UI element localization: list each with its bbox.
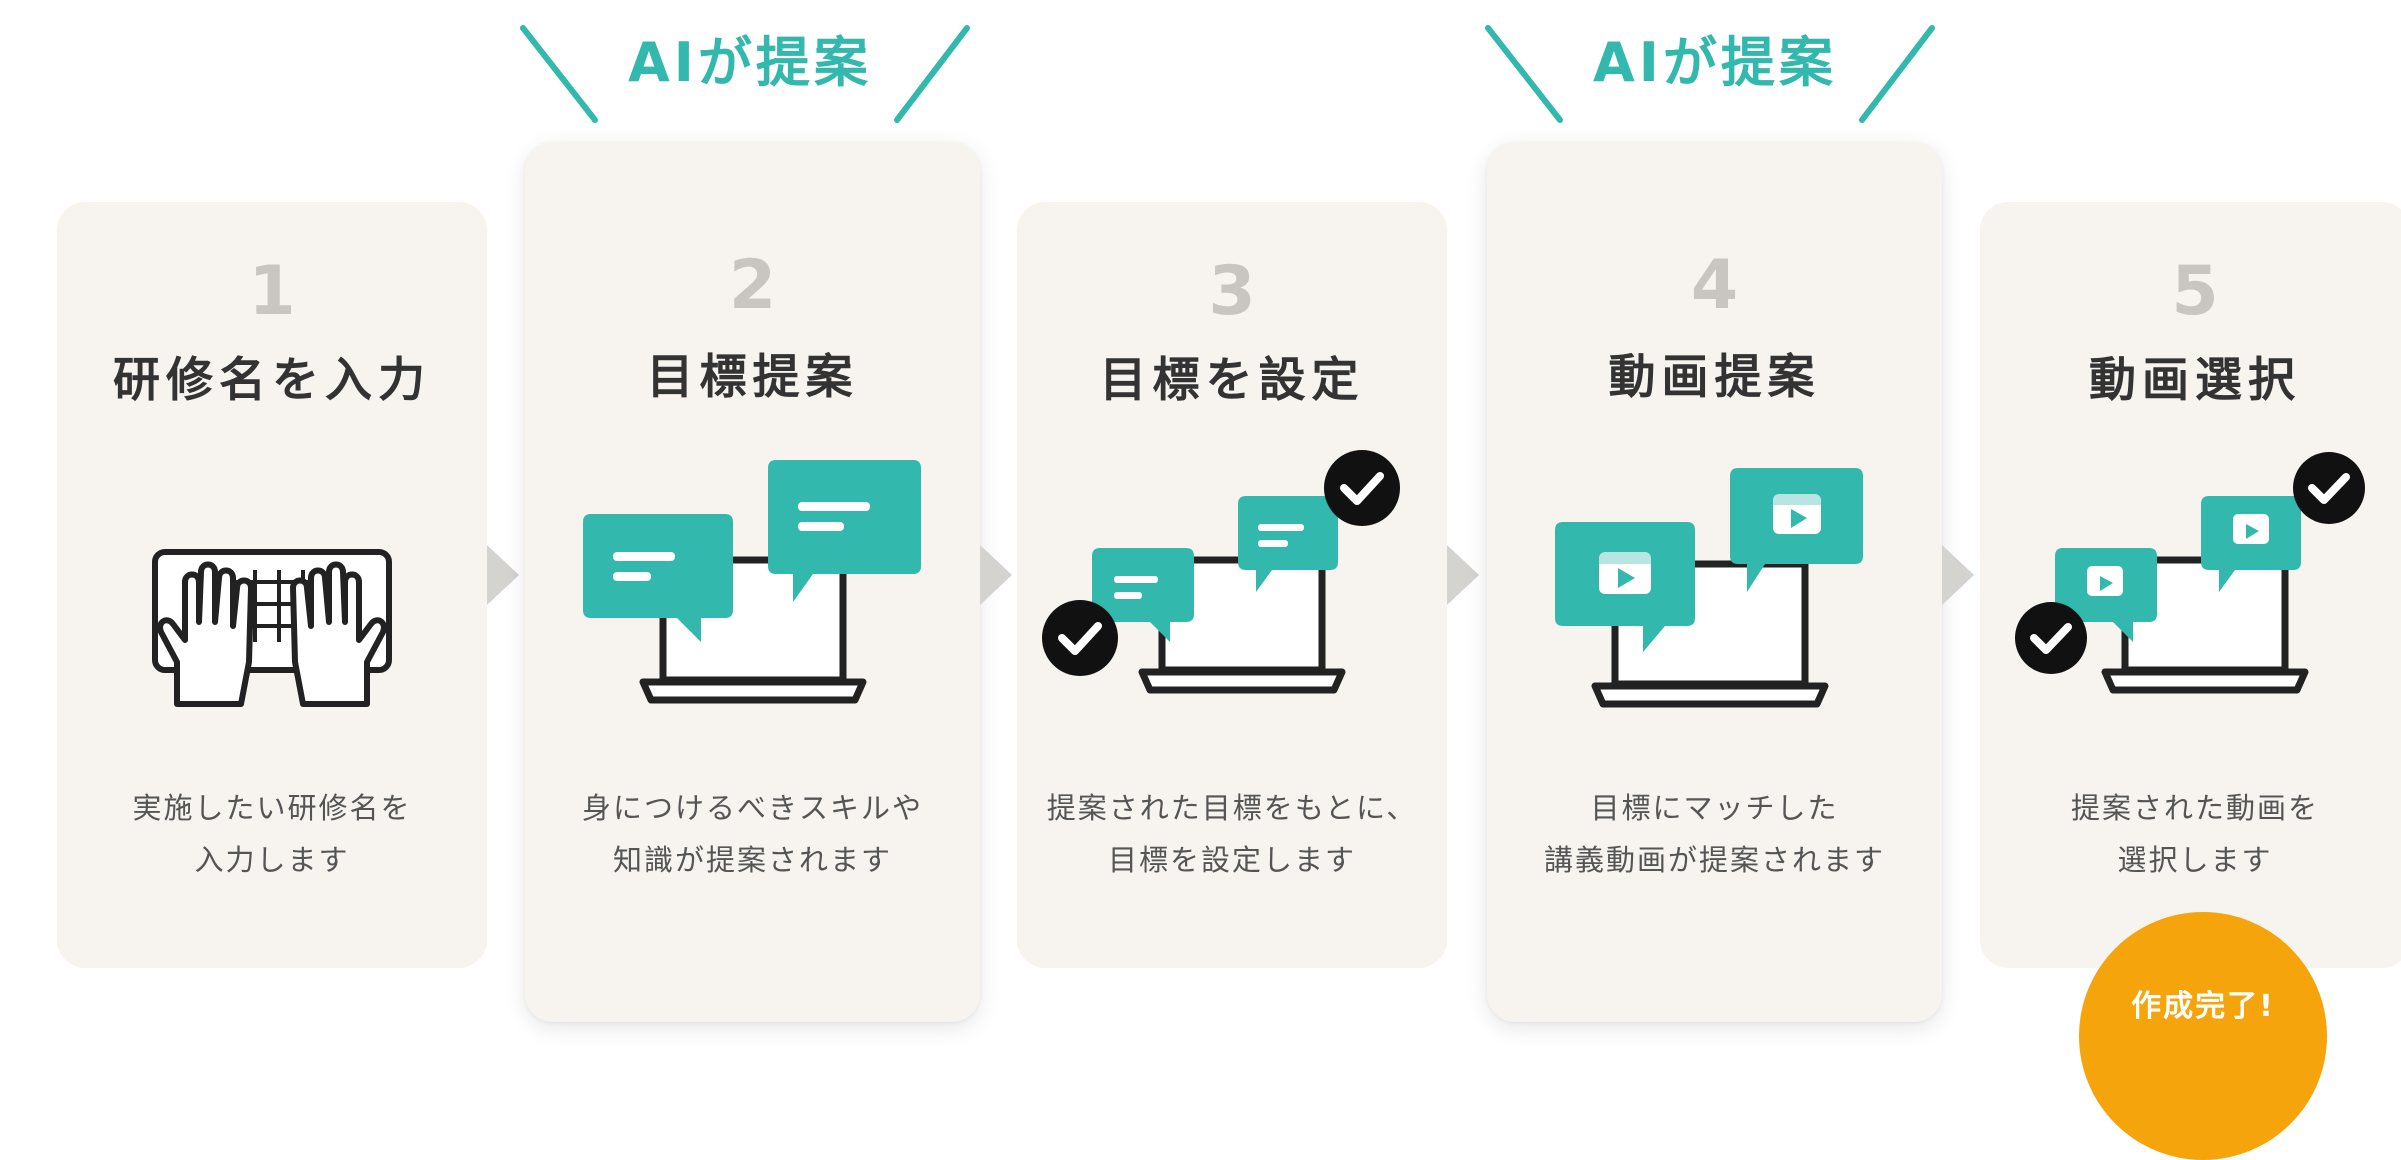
step-description: 目標にマッチした 講義動画が提案されます [1543,791,1885,877]
step-title: 動画提案 [1608,350,1821,405]
step-number: 1 [248,252,296,331]
step-card-5: 5 動画選択 提案された動画を 選択します [1980,202,2401,968]
chevron-right-icon [980,545,1012,605]
laptop-chat-checked-icon [1042,450,1400,694]
chevron-right-icon [1447,545,1479,605]
ai-banner-label-step2: AIが提案 [628,31,872,94]
ai-banner-right-lines [1485,25,1935,123]
step-description: 提案された目標をもとに、 目標を設定します [1046,791,1418,877]
step-card-3: 3 目標を設定 提案された目標をもとに、 目標を設定します [1017,202,1447,968]
step-number: 3 [1208,252,1256,331]
step-title: 目標提案 [646,350,859,405]
step-number: 4 [1690,246,1739,325]
ai-banner-left-lines [520,25,970,123]
laptop-video-bubbles-icon [1554,468,1863,708]
step-number: 5 [2171,252,2219,331]
completion-badge-label: 作成完了! [2131,989,2275,1024]
step-number: 2 [728,246,777,325]
step-description: 実施したい研修名を 入力します [132,791,412,877]
step-card-2: 2 目標提案 身につけるべきスキルや 知識が提案されます [525,142,980,1022]
step-description: 提案された動画を 選択します [2070,791,2319,877]
laptop-video-checked-icon [2015,452,2365,694]
chevron-right-icon [1942,545,1974,605]
chevron-right-icon [487,545,519,605]
step-title: 目標を設定 [1099,353,1365,408]
step-title: 研修名を入力 [113,353,431,408]
step-card-1: 1 研修名を入力 実施したい研修名を 入力します [57,202,487,968]
laptop-chat-bubbles-icon [582,460,921,704]
completion-badge: 作成完了! [2079,912,2327,1160]
step-description: 身につけるべきスキルや 知識が提案されます [581,791,923,877]
step-title: 動画選択 [2089,353,2301,408]
ai-banner-label-step4: AIが提案 [1593,31,1837,94]
step-card-4: 4 動画提案 目標にマッチした 講義動画が提案されます [1487,142,1942,1022]
hands-on-keyboard-icon [152,549,392,707]
